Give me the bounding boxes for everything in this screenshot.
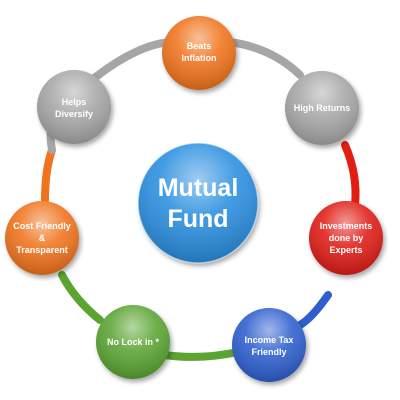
node-label-line: Beats <box>187 41 212 51</box>
node-label-line: Experts <box>329 245 362 255</box>
node-label-line: High Returns <box>294 103 351 113</box>
ring-segment <box>161 348 242 361</box>
node-label-line: Transparent <box>16 245 68 255</box>
ring-segment <box>41 146 56 204</box>
ring-segment <box>58 271 104 324</box>
node-label-line: Helps <box>62 97 87 107</box>
node-high-returns: High Returns <box>285 71 359 145</box>
node-label-line: Diversify <box>55 109 93 119</box>
node-investments-by-experts: Investments done by Experts <box>309 201 383 275</box>
ring-segment <box>84 38 174 87</box>
center-title-line-2: Fund <box>167 205 228 233</box>
node-label-line: Cost Friendly <box>13 221 71 231</box>
node-income-tax-friendly: Income Tax Friendly <box>232 308 306 382</box>
ring-segment <box>226 38 304 79</box>
node-label-line: Income Tax <box>245 335 294 345</box>
ring-connector <box>41 38 360 361</box>
node-label-line: done by <box>329 233 364 243</box>
node-helps-diversify: Helps Diversify <box>37 70 111 144</box>
node-cost-friendly: Cost Friendly & Transparent <box>5 201 79 275</box>
ring-segment <box>341 141 360 209</box>
node-label-line: No Lock in * <box>107 337 160 347</box>
node-label-line: Investments <box>320 221 373 231</box>
node-label-line: Friendly <box>251 347 286 357</box>
node-label-line: Inflation <box>182 53 217 63</box>
node-no-lock-in: No Lock in * <box>96 305 170 379</box>
node-label-line: & <box>39 233 46 243</box>
center-circle: Mutual Fund <box>137 142 259 264</box>
ring-segment <box>296 291 332 329</box>
node-beats-inflation: Beats Inflation <box>162 16 236 90</box>
center-title-line-1: Mutual <box>158 174 239 202</box>
